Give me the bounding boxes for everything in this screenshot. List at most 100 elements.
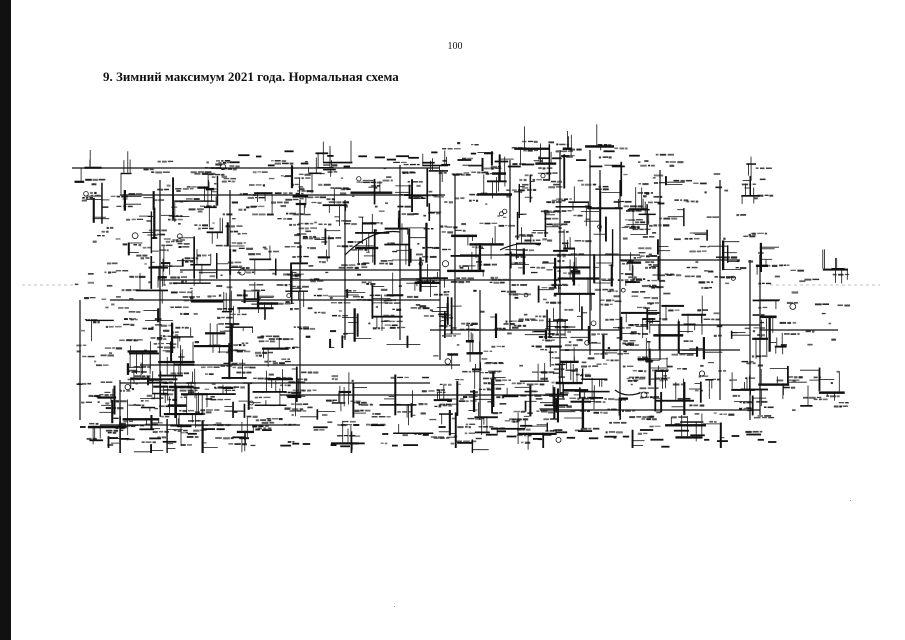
node-label-glyphs (622, 435, 630, 438)
node-label-glyphs (569, 148, 575, 151)
node-label-glyphs (472, 199, 475, 201)
node-label-glyphs (289, 223, 293, 226)
node-label-glyphs (529, 318, 536, 320)
node-label-glyphs (762, 306, 768, 309)
node-label-glyphs (813, 398, 818, 401)
node-label-glyphs (613, 436, 617, 439)
node-label-glyphs (457, 426, 464, 429)
node-label-glyphs (683, 340, 689, 342)
node-label-glyphs (463, 440, 470, 443)
node-label-glyphs (684, 237, 689, 240)
node-label-glyphs (104, 347, 112, 349)
node-label-glyphs (187, 409, 195, 412)
node-label-glyphs (674, 423, 681, 425)
node-label-glyphs (573, 214, 577, 217)
node-label-glyphs (477, 171, 481, 174)
node-label-glyphs (284, 284, 288, 287)
node-label-glyphs (142, 375, 146, 378)
node-label-glyphs (218, 323, 224, 325)
node-label-glyphs (100, 354, 107, 357)
node-label-glyphs (180, 396, 183, 399)
node-label-glyphs (254, 351, 262, 354)
node-label-glyphs (139, 428, 155, 431)
node-label-glyphs (217, 398, 224, 401)
node-label-glyphs (452, 173, 460, 176)
node-label-glyphs (421, 390, 427, 393)
node-label-glyphs (286, 212, 289, 215)
node-label-glyphs (451, 403, 459, 405)
node-label-glyphs (621, 263, 625, 265)
node-label-glyphs (218, 161, 222, 164)
node-label-glyphs (179, 215, 183, 218)
node-label-glyphs (771, 264, 778, 267)
node-label-glyphs (152, 430, 158, 434)
scheme-busbar (699, 381, 702, 403)
node-label-glyphs (522, 428, 525, 431)
node-label-glyphs (753, 197, 758, 200)
node-label-glyphs (608, 156, 612, 159)
transformer-symbol (502, 208, 508, 214)
scan-speck (394, 606, 395, 607)
transformer-symbol (83, 191, 89, 197)
node-label-glyphs (479, 222, 484, 224)
node-label-glyphs (393, 299, 396, 302)
node-label-glyphs (671, 353, 678, 356)
node-label-glyphs (238, 154, 250, 157)
node-label-glyphs (551, 381, 555, 384)
node-label-glyphs (230, 437, 234, 440)
node-label-glyphs (506, 189, 511, 191)
node-label-glyphs (329, 296, 333, 300)
node-label-glyphs (410, 307, 418, 309)
node-label-glyphs (226, 365, 233, 367)
node-label-glyphs (287, 384, 291, 387)
node-label-glyphs (557, 255, 562, 257)
scheme-busbar (542, 432, 545, 448)
node-label-glyphs (760, 314, 765, 316)
node-label-glyphs (686, 353, 694, 356)
node-label-glyphs (571, 369, 578, 372)
node-label-glyphs (498, 362, 504, 365)
node-label-glyphs (540, 377, 545, 380)
scheme-busbar (556, 388, 559, 423)
node-label-glyphs (159, 430, 164, 433)
node-label-glyphs (172, 398, 177, 401)
node-label-glyphs (421, 197, 426, 199)
node-label-glyphs (639, 255, 645, 257)
node-label-glyphs (643, 306, 647, 309)
node-label-glyphs (504, 420, 511, 422)
node-label-glyphs (680, 383, 684, 386)
node-label-glyphs (409, 194, 414, 196)
node-label-glyphs (659, 274, 665, 277)
node-label-glyphs (229, 165, 235, 167)
node-label-glyphs (629, 226, 637, 229)
node-label-glyphs (201, 428, 215, 430)
node-label-glyphs (133, 339, 137, 342)
node-label-glyphs (668, 309, 674, 312)
node-label-glyphs (496, 396, 501, 399)
node-label-glyphs (119, 427, 125, 430)
node-label-glyphs (135, 318, 138, 321)
scheme-busbar (642, 318, 656, 320)
node-label-glyphs (623, 350, 627, 353)
node-label-glyphs (682, 368, 687, 370)
node-label-glyphs (168, 218, 171, 221)
node-label-glyphs (193, 429, 200, 432)
node-label-glyphs (563, 221, 571, 224)
node-label-glyphs (564, 308, 568, 311)
node-label-glyphs (234, 443, 241, 445)
node-label-glyphs (555, 364, 560, 366)
node-label-glyphs (436, 391, 443, 393)
node-label-glyphs (419, 181, 423, 183)
node-label-glyphs (201, 411, 205, 413)
node-label-glyphs (398, 285, 402, 287)
node-label-glyphs (107, 354, 114, 357)
node-label-glyphs (474, 391, 478, 394)
scheme-busbar (308, 172, 322, 175)
node-label-glyphs (694, 413, 700, 415)
node-label-glyphs (327, 237, 335, 240)
node-label-glyphs (349, 245, 353, 247)
node-label-glyphs (612, 253, 619, 255)
node-label-glyphs (163, 284, 166, 286)
scheme-busbar (657, 256, 660, 281)
node-label-glyphs (567, 210, 572, 212)
